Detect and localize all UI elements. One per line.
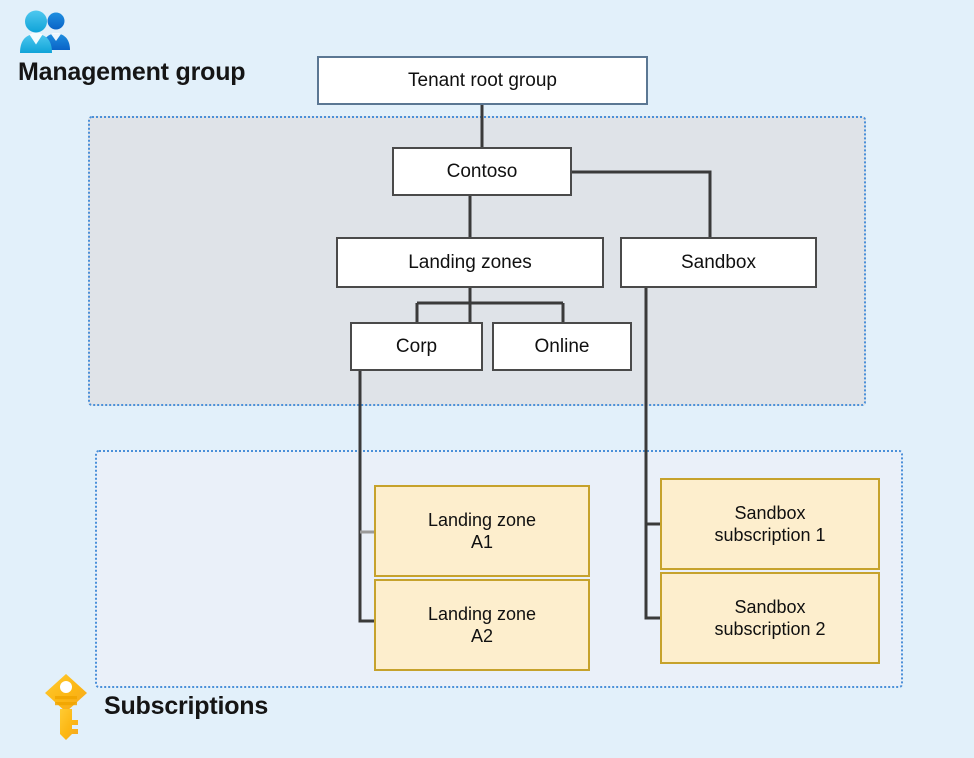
legend-subscriptions: Subscriptions xyxy=(42,672,268,740)
node-corp[interactable]: Corp xyxy=(350,322,483,371)
node-landing-zones[interactable]: Landing zones xyxy=(336,237,604,288)
legend-management-group-label: Management group xyxy=(18,58,246,86)
legend-subscriptions-label: Subscriptions xyxy=(104,691,269,720)
node-online[interactable]: Online xyxy=(492,322,632,371)
node-landing-zone-a2[interactable]: Landing zone A2 xyxy=(374,579,590,671)
legend-management-group: Management group xyxy=(18,8,246,87)
node-contoso[interactable]: Contoso xyxy=(392,147,572,196)
key-icon xyxy=(42,672,94,740)
node-sandbox[interactable]: Sandbox xyxy=(620,237,817,288)
node-sandbox-subscription-1[interactable]: Sandbox subscription 1 xyxy=(660,478,880,570)
node-landing-zone-a1[interactable]: Landing zone A1 xyxy=(374,485,590,577)
node-sandbox-subscription-2[interactable]: Sandbox subscription 2 xyxy=(660,572,880,664)
node-tenant-root-group[interactable]: Tenant root group xyxy=(317,56,648,105)
users-icon xyxy=(18,8,74,54)
